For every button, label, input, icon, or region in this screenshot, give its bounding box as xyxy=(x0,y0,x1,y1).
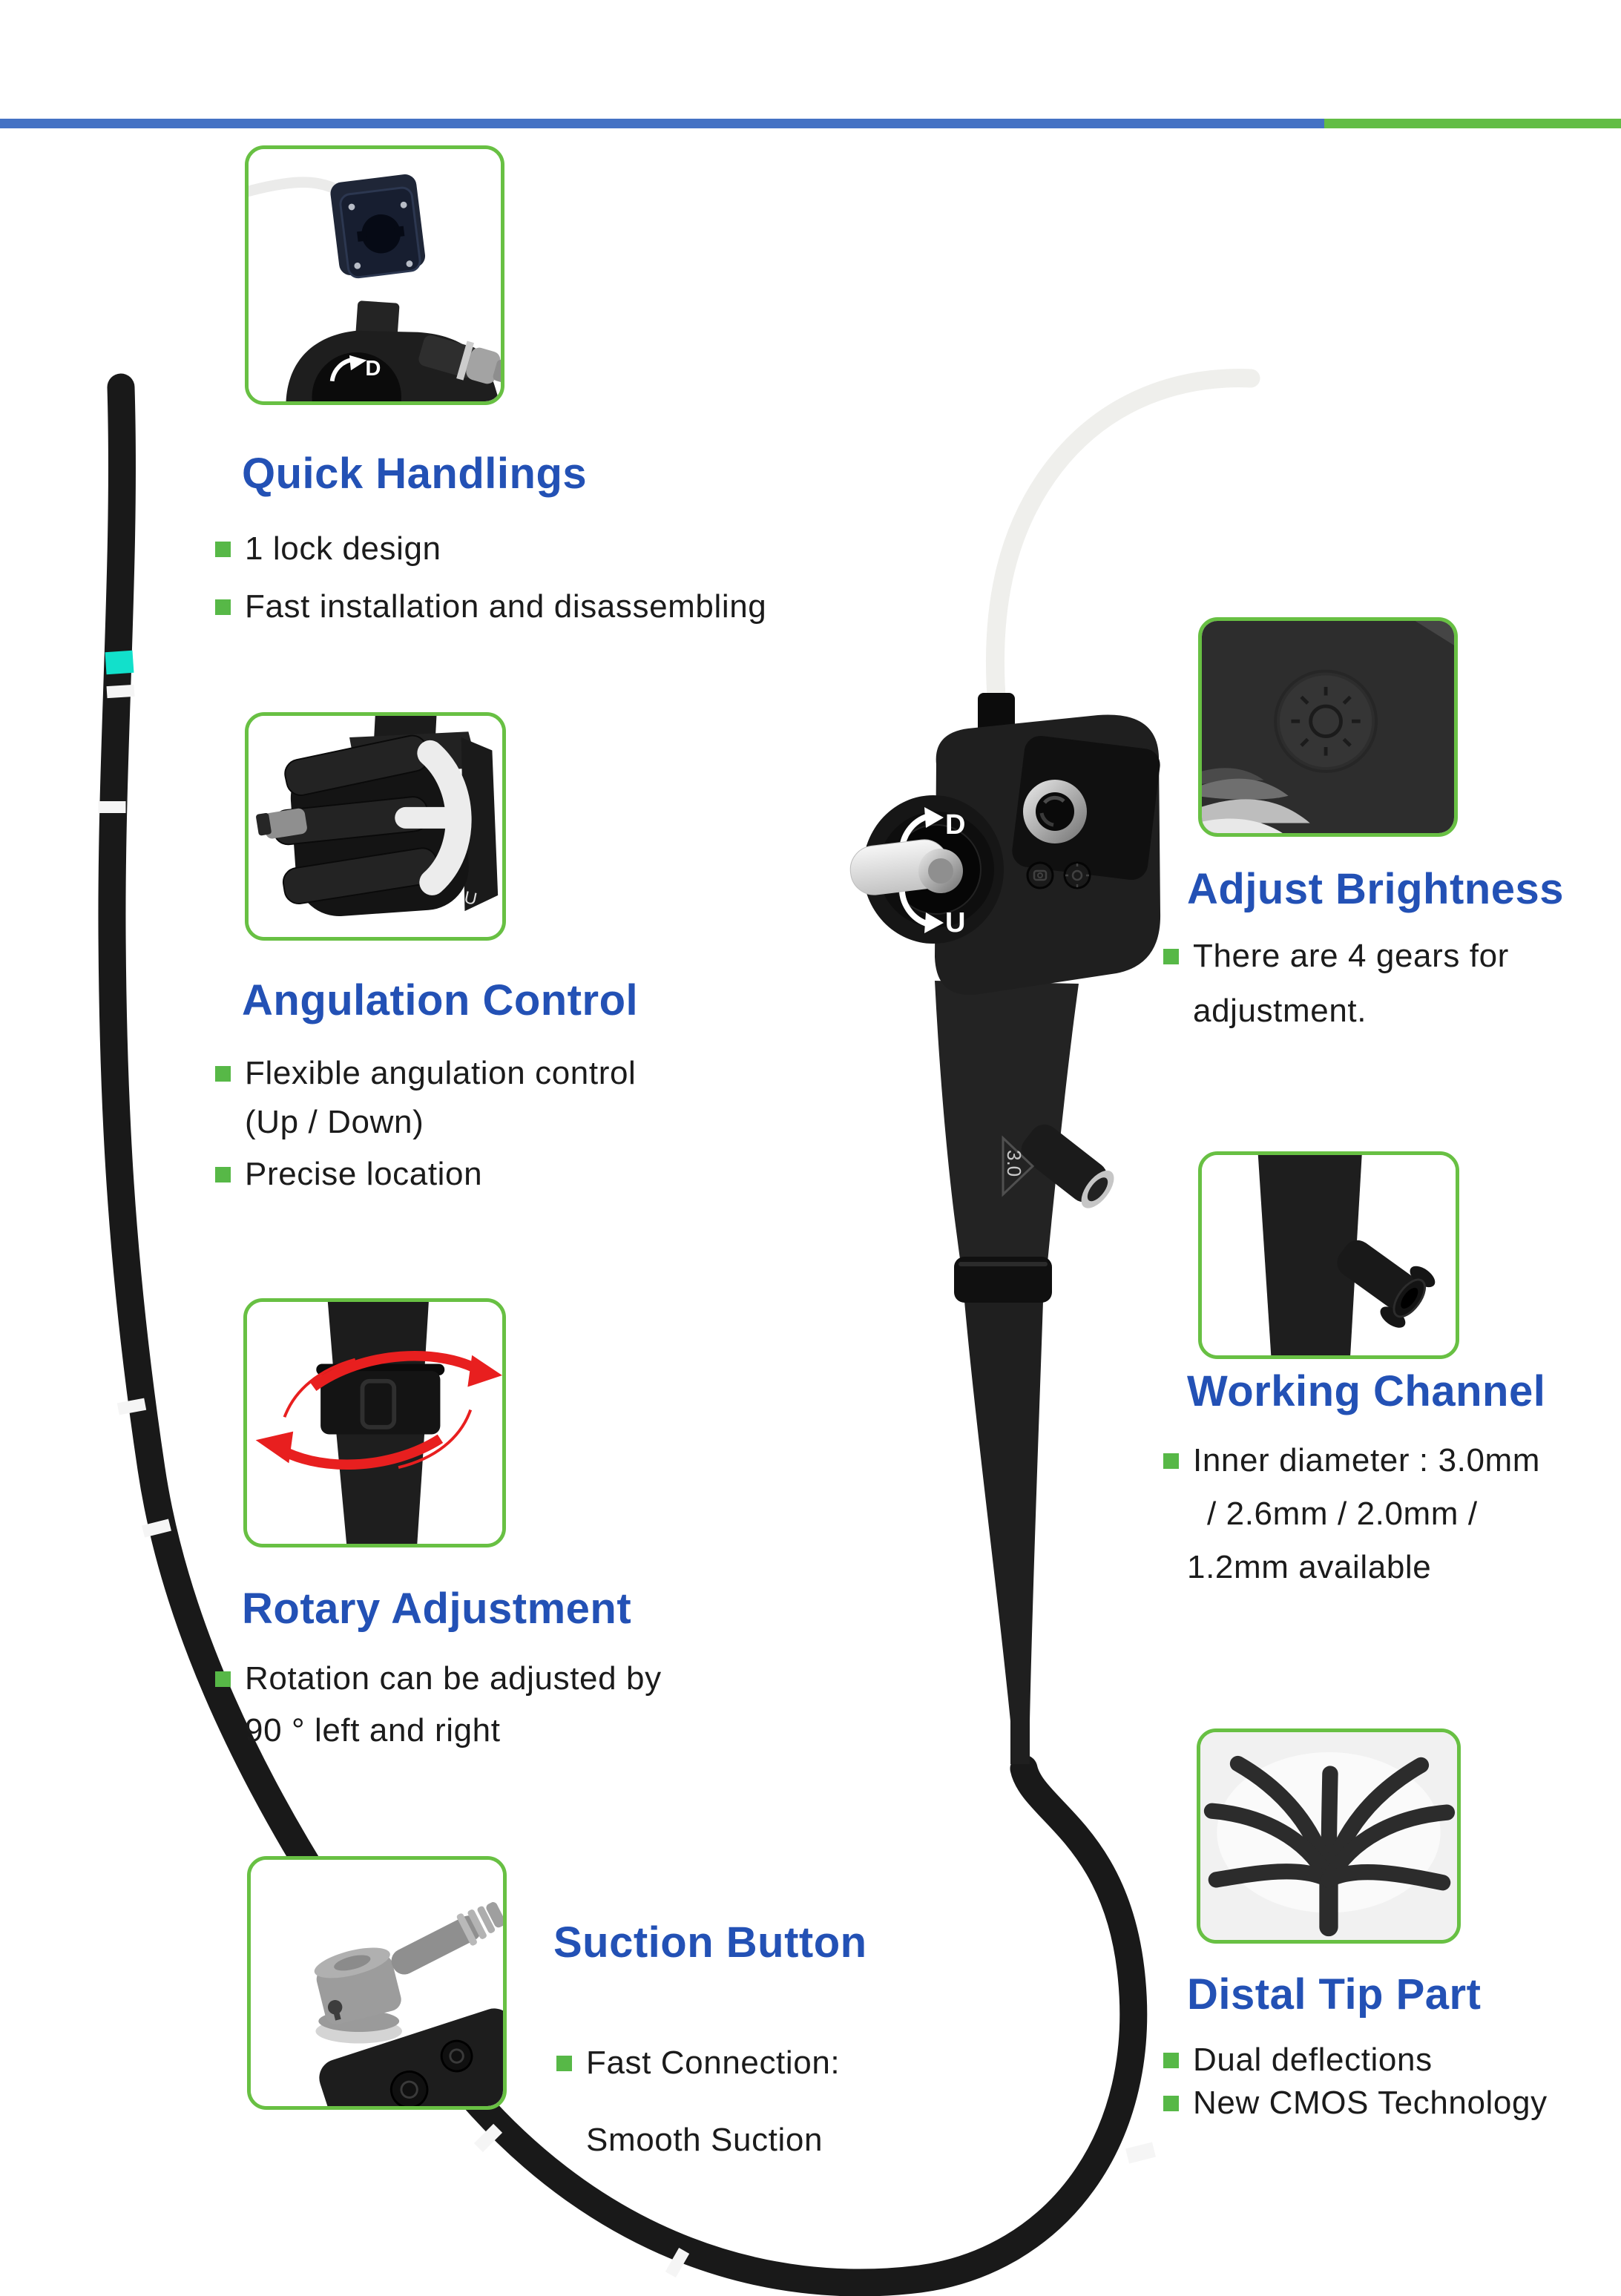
bullet-line: New CMOS Technology xyxy=(1163,2085,1548,2122)
channel-size-label: 3.0 xyxy=(1003,1150,1025,1177)
dial-hub-core xyxy=(928,858,953,884)
mini-dial-label: D xyxy=(365,357,381,381)
bullet-text: New CMOS Technology xyxy=(1193,2085,1548,2121)
quick-handlings-image: D xyxy=(245,145,504,405)
bullet-continuation: / 2.6mm / 2.0mm / xyxy=(1207,1496,1478,1532)
bullet-square-icon xyxy=(556,2055,572,2071)
port-coil-shadow xyxy=(1039,812,1054,827)
working-channel-port xyxy=(1021,1124,1114,1208)
tube-marker-bands xyxy=(98,650,1156,2278)
side-port xyxy=(418,335,501,385)
bullet-line: Precise location xyxy=(215,1156,482,1194)
dial-arrowhead-d xyxy=(924,807,944,828)
angulation-control-title: Angulation Control xyxy=(242,976,639,1024)
dial-arrowhead-u xyxy=(924,912,944,933)
bullet-continuation: (Up / Down) xyxy=(245,1104,424,1140)
bullet-square-icon xyxy=(1163,2095,1179,2111)
angulation-u-label: U xyxy=(462,887,479,909)
bullet-line: There are 4 gears for xyxy=(1163,938,1509,976)
suction-valve xyxy=(314,1947,401,2024)
adjust-brightness-image xyxy=(1198,617,1458,837)
bullet-line: Fast installation and disassembling xyxy=(215,588,766,626)
collar-highlight xyxy=(959,1262,1048,1266)
light-icon xyxy=(1071,869,1083,881)
handle-top-post xyxy=(355,300,400,340)
bullet-line: Fast Connection: xyxy=(556,2045,840,2082)
rotary-adjustment-title: Rotary Adjustment xyxy=(242,1585,632,1633)
bullet-text: Inner diameter : 3.0mm xyxy=(1193,1442,1541,1478)
glass-streaks xyxy=(1202,768,1310,833)
dial-down-label: D xyxy=(945,809,965,841)
bullet-line: Rotation can be adjusted by xyxy=(215,1660,662,1698)
bullet-continuation: 1.2mm available xyxy=(1187,1549,1432,1585)
bullet-square-icon xyxy=(1163,1453,1179,1469)
channel-size-triangle xyxy=(1002,1135,1035,1197)
rotary-collar xyxy=(954,1257,1052,1303)
deflection-fan xyxy=(1203,1755,1456,1937)
bullet-square-icon xyxy=(215,1065,231,1082)
bullet-square-icon xyxy=(1163,2052,1179,2068)
bullet-square-icon xyxy=(1163,948,1179,964)
photo-button xyxy=(1026,861,1054,889)
mini-dial xyxy=(312,352,401,401)
top-bar-blue-segment xyxy=(0,119,1324,128)
bullet-continuation: adjustment. xyxy=(1193,993,1367,1029)
handle-grip xyxy=(935,981,1079,1263)
control-body xyxy=(319,2008,503,2106)
top-accent-bar xyxy=(0,119,1621,128)
working-channel-image xyxy=(1198,1151,1459,1359)
rotation-arrows xyxy=(255,1351,502,1470)
bullet-line: Flexible angulation control xyxy=(215,1055,636,1093)
distal-tip-title: Distal Tip Part xyxy=(1187,1970,1482,2019)
grip-tube xyxy=(1257,1155,1362,1355)
bullet-line: Inner diameter : 3.0mm xyxy=(1163,1442,1540,1480)
working-channel-title: Working Channel xyxy=(1187,1367,1546,1415)
brightness-sun-icon xyxy=(1291,686,1361,756)
rotation-collar xyxy=(320,1371,441,1435)
suction-button-image xyxy=(247,1856,507,2110)
bullet-line: Dual deflections xyxy=(1163,2042,1433,2079)
quick-handlings-title: Quick Handlings xyxy=(242,450,588,498)
bullet-line: 1 lock design xyxy=(215,530,441,568)
light-button xyxy=(1063,861,1091,889)
camera-icon xyxy=(1033,869,1048,881)
adjust-brightness-title: Adjust Brightness xyxy=(1187,865,1564,913)
channel-port xyxy=(1337,1240,1436,1328)
bullet-continuation: Smooth Suction xyxy=(586,2122,823,2158)
bullet-square-icon xyxy=(215,541,231,557)
finger-paddles xyxy=(272,734,439,905)
gray-connector xyxy=(263,808,307,839)
lock-cube-connector xyxy=(330,174,426,279)
bullet-text: Dual deflections xyxy=(1193,2042,1433,2078)
bullet-text: Fast Connection: xyxy=(586,2045,841,2081)
bullet-square-icon xyxy=(215,599,231,615)
umbilical-cable xyxy=(985,369,1260,716)
bullet-text: Precise location xyxy=(245,1156,483,1192)
bullet-square-icon xyxy=(215,1671,231,1687)
angulation-control-image: U xyxy=(245,712,506,941)
bullet-text: Rotation can be adjusted by xyxy=(245,1660,662,1697)
rotary-adjustment-image xyxy=(243,1298,506,1547)
bullet-continuation: 90 ° left and right xyxy=(245,1712,501,1749)
top-bar-green-segment xyxy=(1324,119,1621,128)
suction-nozzle xyxy=(391,1902,503,1975)
suction-button-title: Suction Button xyxy=(553,1918,867,1967)
strain-relief-cone xyxy=(964,1301,1043,1764)
bullet-square-icon xyxy=(215,1166,231,1182)
bullet-text: Flexible angulation control xyxy=(245,1055,637,1091)
dial-up-label: U xyxy=(945,907,965,938)
bullet-text: Fast installation and disassembling xyxy=(245,588,767,625)
cyan-band xyxy=(105,650,134,675)
distal-tip-image xyxy=(1197,1728,1461,1944)
bullet-text: There are 4 gears for xyxy=(1193,938,1509,974)
bullet-text: 1 lock design xyxy=(245,530,441,567)
port-coil-highlight xyxy=(1043,795,1065,804)
